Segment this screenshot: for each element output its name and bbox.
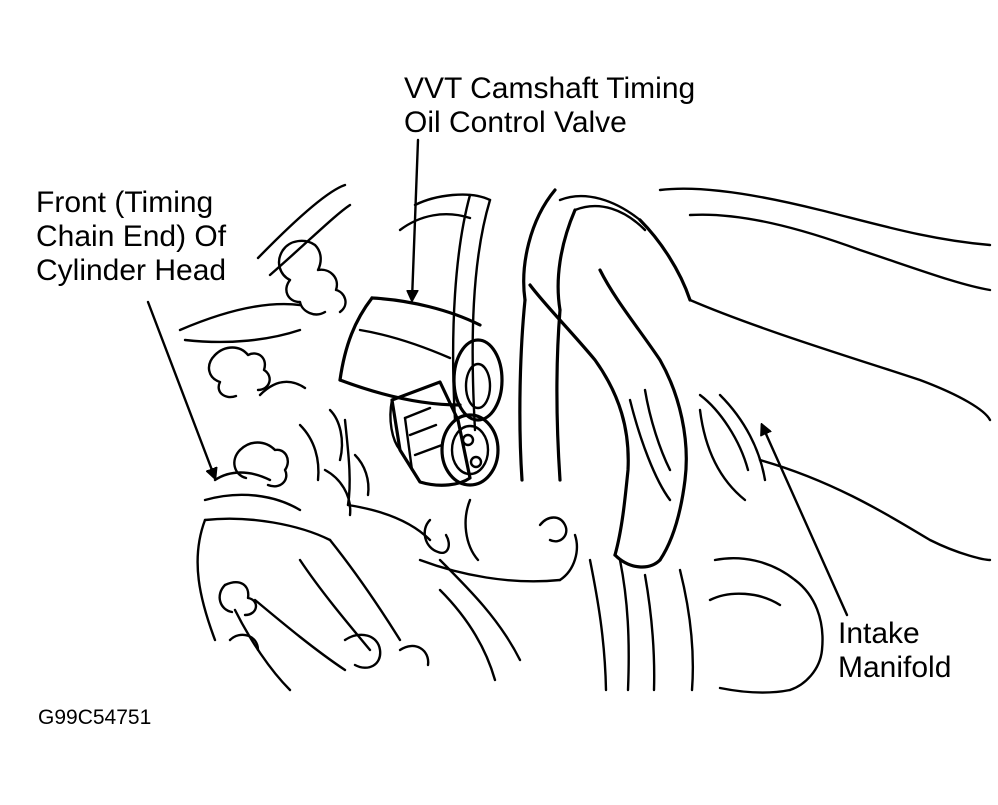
engine-background-outlines bbox=[256, 183, 992, 562]
intake-manifold-label: Intake Manifold bbox=[838, 617, 951, 685]
vvt-valve-label-line1: VVT Camshaft Timing bbox=[404, 72, 696, 105]
vvt-valve-label: VVT Camshaft Timing Oil Control Valve bbox=[404, 72, 695, 140]
leader-arrows bbox=[146, 138, 849, 617]
cylinder-head-front-label: Front (Timing Chain End) Of Cylinder Hea… bbox=[36, 186, 226, 288]
cylinder-head-label-line2: Chain End) Of bbox=[36, 220, 227, 253]
cylinder-head-leader-arrow bbox=[146, 300, 215, 478]
coolant-hose bbox=[518, 188, 692, 569]
cylinder-head-outline bbox=[178, 239, 430, 692]
valve-connector bbox=[389, 380, 500, 487]
intake-manifold-leader-arrow bbox=[762, 425, 849, 617]
figure-code: G99C54751 bbox=[38, 706, 152, 729]
vvt-valve-label-line2: Oil Control Valve bbox=[404, 106, 627, 139]
oil-control-valve bbox=[338, 296, 504, 422]
cylinder-head-label-line3: Cylinder Head bbox=[36, 254, 227, 287]
intake-manifold-label-line2: Manifold bbox=[838, 651, 952, 684]
valve-bracket bbox=[343, 418, 579, 583]
intake-manifold bbox=[438, 393, 824, 694]
cylinder-head-label-line1: Front (Timing bbox=[36, 186, 214, 219]
intake-manifold-label-line1: Intake bbox=[838, 617, 920, 650]
vvt-valve-leader-arrow bbox=[412, 138, 420, 300]
